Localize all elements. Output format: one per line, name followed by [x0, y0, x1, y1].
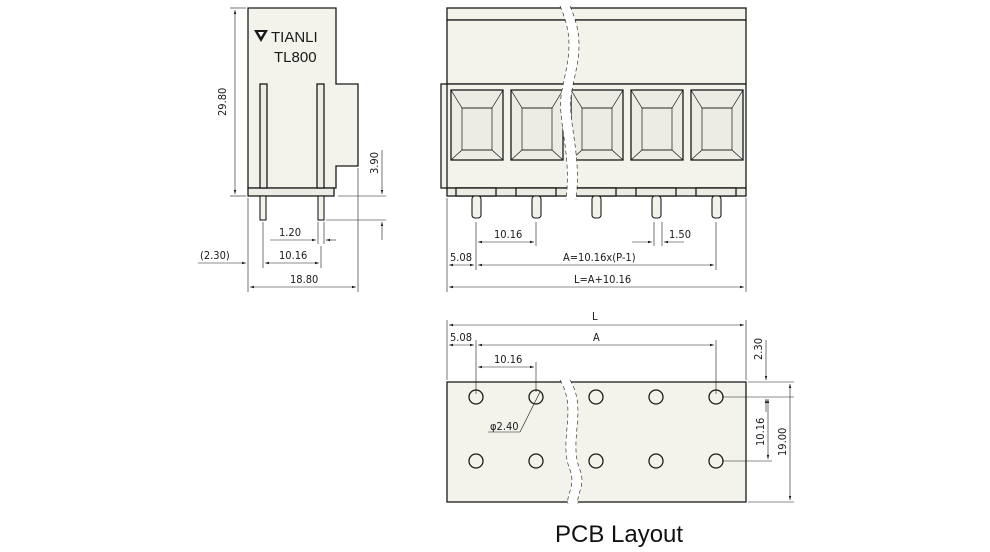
- pcb-dim-pitch: 10.16: [494, 353, 522, 366]
- front-upper-body: [446, 19, 747, 85]
- front-pin: [575, 187, 617, 219]
- dim-pitch-front: 10.16: [494, 228, 522, 241]
- dim-pitch-side: 10.16: [279, 249, 307, 262]
- pcb-dim-height: 19.00: [776, 428, 789, 456]
- front-pin: [695, 187, 737, 219]
- front-pin: [515, 187, 557, 219]
- pcb-dim-hole: φ2.40: [490, 420, 519, 433]
- side-pin-left: [259, 195, 267, 221]
- brand-name: TIANLI: [271, 29, 318, 46]
- pcb-layout-caption: PCB Layout: [555, 521, 683, 548]
- pcb-outline: [446, 381, 747, 503]
- model-name: TL800: [274, 49, 317, 66]
- side-pin-right: [317, 195, 325, 221]
- dim-edge-front: 5.08: [450, 251, 472, 264]
- front-view: 10.16 1.50 5.08 A=10.16x(P-1) L=A+10.16: [440, 5, 747, 292]
- side-view: TIANLI TL800 29.80 3.90 1.20 10.16 (2.30…: [198, 7, 386, 292]
- side-base: [247, 187, 335, 197]
- pcb-break-gap: [560, 380, 582, 504]
- dim-pin-offset: 3.90: [368, 152, 381, 174]
- clamp-opening: [510, 89, 564, 161]
- dim-pin-width: 1.20: [279, 226, 301, 239]
- clamp-opening: [630, 89, 684, 161]
- pcb-hole: [648, 389, 664, 405]
- dim-edge-side: (2.30): [200, 249, 230, 262]
- pcb-hole: [528, 453, 544, 469]
- clamp-opening: [570, 89, 624, 161]
- front-pins: [455, 187, 737, 219]
- pcb-hole: [648, 453, 664, 469]
- clamp-opening: [450, 89, 504, 161]
- dim-height-side: 29.80: [216, 88, 229, 116]
- dim-pin-front: 1.50: [669, 228, 691, 241]
- pcb-hole: [588, 389, 604, 405]
- pcb-hole: [588, 453, 604, 469]
- front-pin: [635, 187, 677, 219]
- tianli-logo-icon: [254, 30, 268, 42]
- front-top-cap: [446, 7, 747, 21]
- dim-l-formula: L=A+10.16: [574, 273, 631, 286]
- dim-a-formula: A=10.16x(P-1): [563, 251, 636, 264]
- clamp-opening: [690, 89, 744, 161]
- side-slot-right: [316, 83, 325, 189]
- front-pin: [455, 187, 497, 219]
- front-break-gap: [560, 6, 579, 200]
- dim-width-side: 18.80: [290, 273, 318, 286]
- side-slot-left: [259, 83, 268, 189]
- pcb-dim-edge: 5.08: [450, 331, 472, 344]
- pcb-dim-a: A: [593, 331, 600, 344]
- clamp-openings: [450, 89, 744, 161]
- pcb-hole: [468, 453, 484, 469]
- pcb-layout: L 5.08 A 10.16 φ2.40 2.30 10.16 19.00 PC: [446, 310, 794, 548]
- pcb-dim-top-offset: 2.30: [752, 338, 765, 360]
- pcb-dim-row-pitch: 10.16: [754, 418, 767, 446]
- pcb-dim-l: L: [592, 310, 598, 323]
